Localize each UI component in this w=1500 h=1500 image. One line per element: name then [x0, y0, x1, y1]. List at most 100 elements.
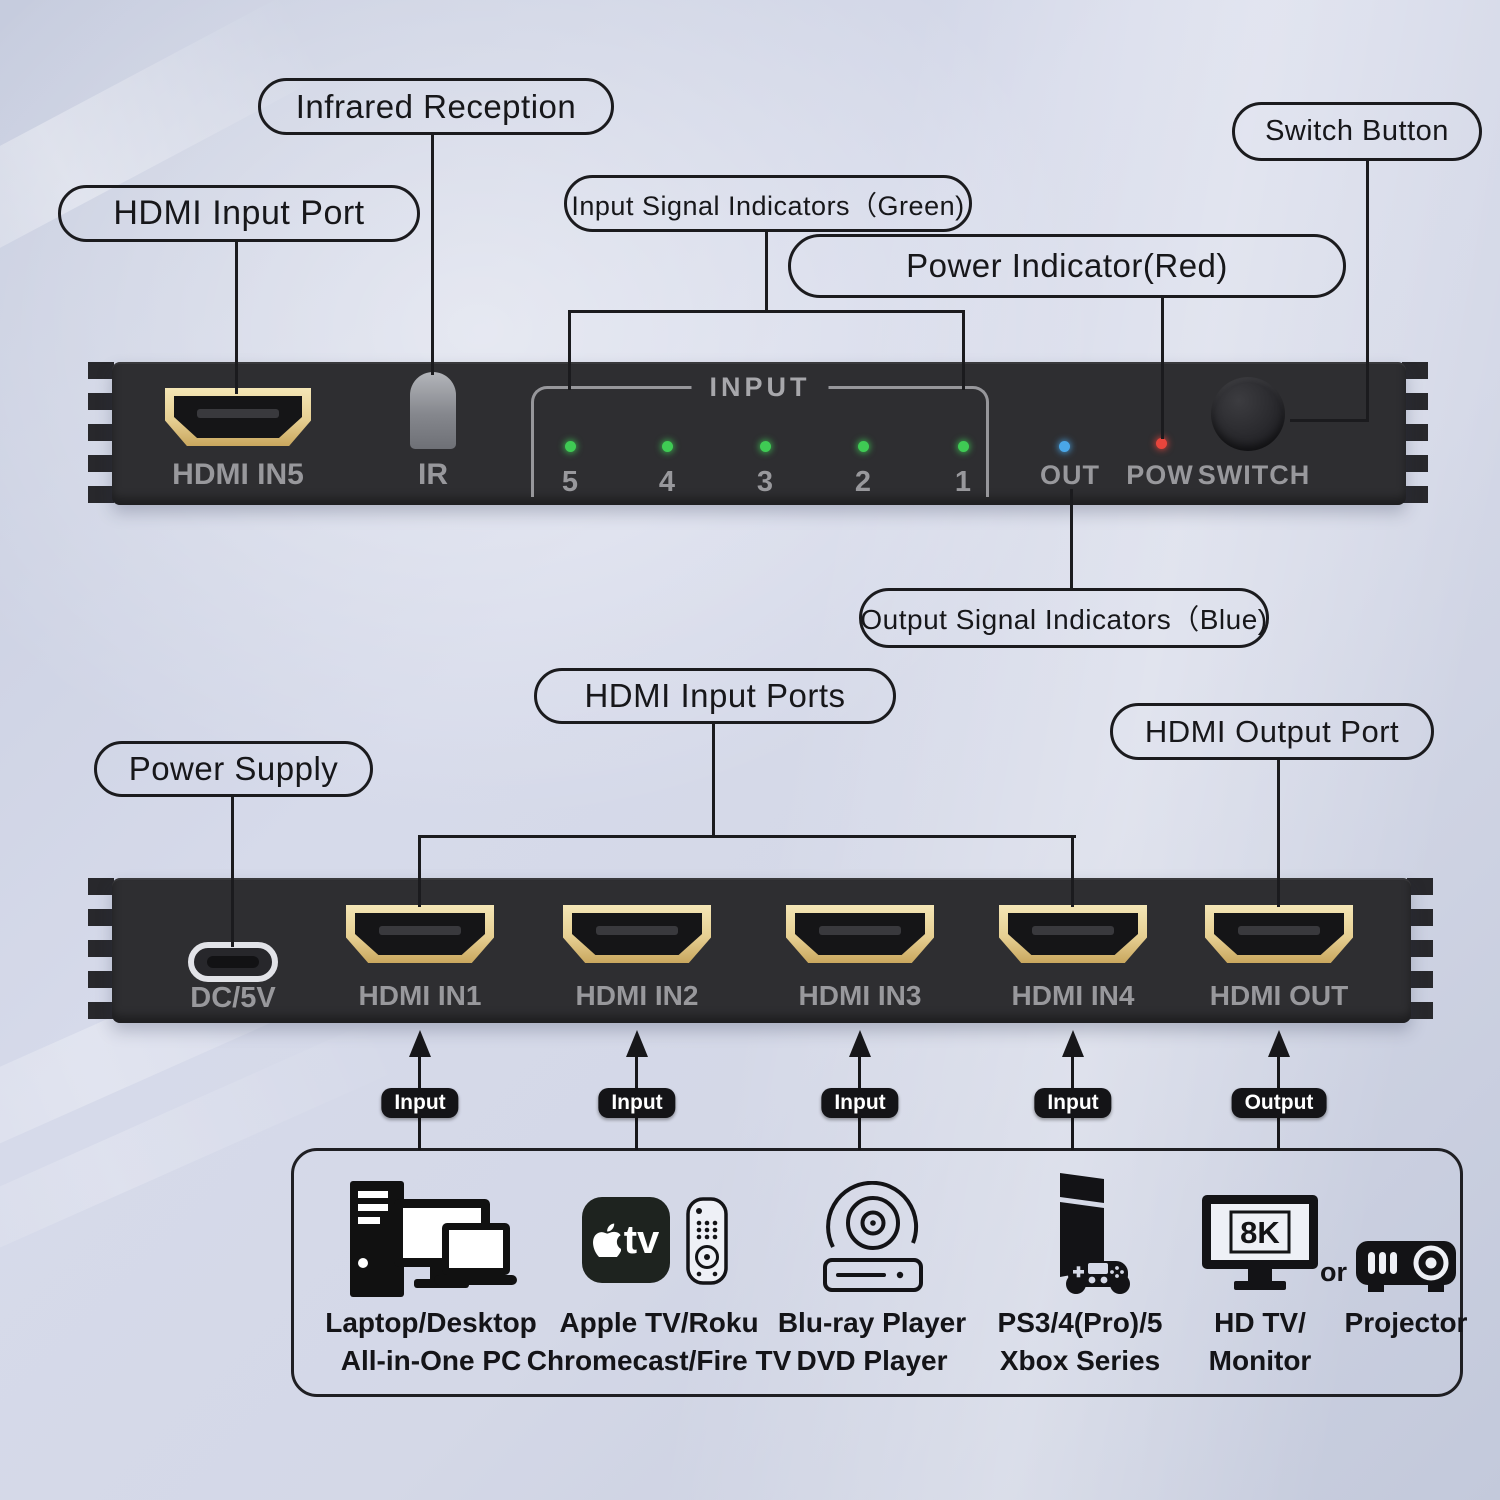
source-label-line1: Blu-ray Player: [777, 1307, 967, 1338]
connector-line-infrared: [431, 135, 434, 375]
input-led-1: [958, 441, 969, 452]
hdmi-in5-port: [165, 388, 311, 446]
connector-line-input-ports-stem: [712, 724, 715, 837]
input-led-4: [662, 441, 673, 452]
out-label: OUT: [1040, 460, 1100, 490]
laptop-desktop-icon: [350, 1181, 517, 1297]
led-number: 5: [561, 466, 579, 498]
source-label-line2: Xbox Series: [999, 1345, 1161, 1376]
connector-line-output-indicator: [1070, 489, 1073, 588]
callout-infrared-reception: Infrared Reception: [258, 78, 614, 135]
input-led-2: [858, 441, 869, 452]
hdmi-in3-port: [786, 905, 934, 963]
hdmi-switch-port-panel: DC/5V HDMI IN1 HDMI IN2 HDMI IN3 HDMI IN…: [88, 878, 1433, 1023]
source-label-line2: DVD Player: [796, 1345, 948, 1376]
flow-badge-input-1: Input: [381, 1088, 459, 1118]
flow-badge-input-3: Input: [821, 1088, 899, 1118]
callout-switch-button: Switch Button: [1232, 102, 1482, 161]
apple-tv-logo-text: tv: [623, 1218, 660, 1262]
callout-power-indicator: Power Indicator(Red): [788, 234, 1346, 298]
heatsink-fins-left: [88, 362, 114, 505]
source-label-line1: Apple TV/Roku: [559, 1307, 759, 1338]
connector-line-input-indicators-left: [568, 310, 571, 390]
heatsink-fins-right: [1407, 878, 1433, 1023]
apple-logo-icon: [592, 1223, 621, 1257]
callout-hdmi-output-port: HDMI Output Port: [1110, 703, 1434, 760]
connector-line-switch-bar: [1290, 419, 1369, 422]
hdmi-in2-label: HDMI IN2: [575, 980, 699, 1011]
switch-button: [1211, 377, 1285, 451]
remote-icon: [686, 1197, 728, 1285]
connector-line-switch-stem: [1366, 161, 1369, 422]
switch-label: SWITCH: [1197, 460, 1311, 490]
connector-line-power-indicator: [1161, 298, 1164, 439]
input-led-group: INPUT: [531, 372, 989, 497]
output-led: [1059, 441, 1070, 452]
up-arrow-icon: [626, 1030, 648, 1057]
flow-badge-output: Output: [1231, 1088, 1327, 1118]
source-devices-box: Laptop/Desktop All-in-One PC tv Apple TV…: [291, 1148, 1467, 1397]
callout-label: Infrared Reception: [295, 87, 577, 125]
led-number: 1: [954, 466, 972, 498]
tv-screen-badge: 8K: [1240, 1215, 1280, 1250]
callout-hdmi-input-port: HDMI Input Port: [58, 185, 420, 242]
connector-line-power-supply: [231, 797, 234, 947]
dc5v-label: DC/5V: [190, 982, 276, 1014]
callout-label: Input Signal Indicators（Green): [571, 191, 965, 221]
callout-output-signal-indicators: Output Signal Indicators（Blue): [859, 588, 1269, 648]
callout-label: HDMI Output Port: [1144, 713, 1400, 749]
apple-tv-icon: tv: [582, 1197, 670, 1283]
connector-line-input-ports-left: [418, 835, 421, 907]
hdmi-in3-label: HDMI IN3: [798, 980, 922, 1011]
flow-badge-input-2: Input: [598, 1088, 676, 1118]
led-number: 2: [854, 466, 872, 498]
callout-label: Power Supply: [128, 750, 339, 787]
game-console-icon: [1060, 1173, 1130, 1294]
connector-line-input-indicators-bar: [568, 310, 965, 313]
source-label-line1: HD TV/: [1214, 1307, 1306, 1338]
usb-c-power-port: [188, 942, 278, 982]
source-label-line1: Laptop/Desktop: [325, 1307, 537, 1338]
callout-hdmi-input-ports: HDMI Input Ports: [534, 668, 896, 724]
callout-label: Output Signal Indicators（Blue): [860, 604, 1268, 635]
hdmi-in5-label: HDMI IN5: [172, 458, 304, 491]
input-group-label: INPUT: [691, 372, 829, 403]
hdmi-in1-port: [346, 905, 494, 963]
hdmi-out-label: HDMI OUT: [1209, 980, 1349, 1011]
connector-line-input-indicators-right: [962, 310, 965, 390]
power-led: [1156, 438, 1167, 449]
source-label-line2: Chromecast/Fire TV: [526, 1345, 792, 1376]
bluray-player-icon: [823, 1181, 923, 1292]
hdmi-out-port: [1205, 905, 1353, 963]
up-arrow-icon: [849, 1030, 871, 1057]
callout-label: HDMI Input Port: [113, 194, 365, 232]
pow-label: POW: [1126, 460, 1194, 490]
heatsink-fins-right: [1402, 362, 1428, 505]
callout-label: HDMI Input Ports: [584, 677, 846, 714]
ir-receiver: [410, 372, 456, 449]
input-led-5: [565, 441, 576, 452]
up-arrow-icon: [409, 1030, 431, 1057]
callout-input-signal-indicators: Input Signal Indicators（Green): [564, 175, 972, 232]
callout-label: Power Indicator(Red): [906, 247, 1228, 284]
source-label-line1: Projector: [1344, 1307, 1468, 1338]
connector-line-input-indicators-stem: [765, 232, 768, 310]
hdmi-in4-label: HDMI IN4: [1011, 980, 1135, 1011]
callout-label: Switch Button: [1265, 115, 1449, 147]
connector-line-input-ports-right: [1071, 835, 1074, 907]
up-arrow-icon: [1268, 1030, 1290, 1057]
flow-badge-input-4: Input: [1034, 1088, 1112, 1118]
panel-body: [112, 878, 1411, 1023]
callout-power-supply: Power Supply: [94, 741, 373, 797]
ir-label: IR: [418, 458, 448, 491]
or-label: or: [1320, 1257, 1347, 1287]
source-label-line2: Monitor: [1208, 1345, 1312, 1376]
hdmi-switch-front-panel: HDMI IN5 IR INPUT 5 4 3 2 1 OUT POW SWIT…: [88, 362, 1428, 505]
background-light-streak: [0, 0, 329, 337]
tv-8k-icon: 8K: [1202, 1195, 1318, 1290]
hdmi-in2-port: [563, 905, 711, 963]
connector-line-input-ports-bar: [419, 835, 1076, 838]
connector-line-hdmi-in5: [235, 242, 238, 394]
source-label-line2: All-in-One PC: [340, 1345, 522, 1376]
